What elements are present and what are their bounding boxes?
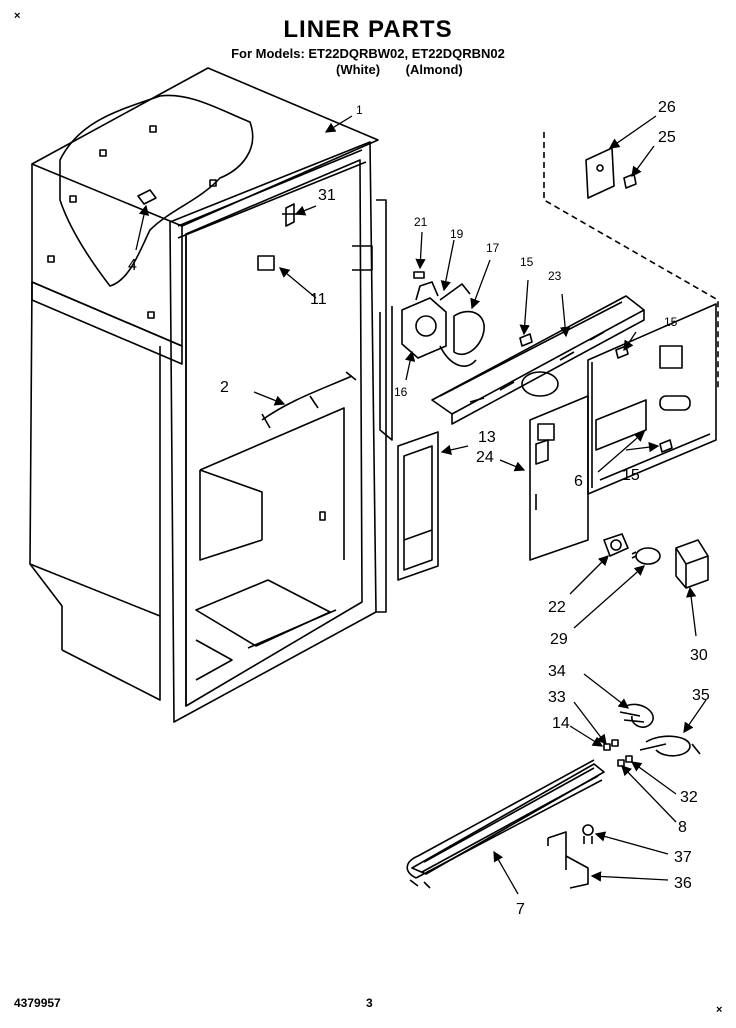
air-duct	[397, 431, 439, 581]
defrost-heater	[406, 759, 605, 889]
cabinet-liner	[29, 67, 393, 723]
screw-37	[582, 824, 594, 844]
panel-24	[529, 395, 589, 561]
page-title: LINER PARTS	[283, 16, 453, 43]
callout-25: 25	[658, 129, 676, 146]
callout-6: 6	[574, 473, 583, 490]
callout-19: 19	[450, 227, 464, 241]
light-shield	[675, 539, 709, 589]
callout-14: 14	[552, 715, 570, 732]
heater-bracket	[547, 831, 589, 889]
callout-29: 29	[550, 631, 568, 648]
callout-13: 13	[478, 429, 496, 446]
callout-7: 7	[516, 901, 525, 918]
callout-32: 32	[680, 789, 698, 806]
fan-motor-assembly	[401, 271, 485, 367]
callout-31: 31	[318, 187, 336, 204]
document-number: 4379957	[14, 996, 61, 1010]
callout-37: 37	[674, 849, 692, 866]
callout-2: 2	[220, 379, 229, 396]
corner-mark-bottom-right: ×	[716, 1004, 723, 1016]
callout-35: 35	[692, 687, 710, 704]
callout-33: 33	[548, 689, 566, 706]
callout-24: 24	[476, 449, 494, 466]
color-white: (White)	[336, 62, 381, 77]
callout-15-a: 15	[520, 255, 534, 269]
color-variants: (White) (Almond)	[336, 62, 485, 77]
rear-panel	[587, 303, 717, 495]
callout-34: 34	[548, 663, 566, 680]
callout-4: 4	[128, 257, 137, 274]
light-bulb	[631, 547, 661, 565]
callout-17: 17	[486, 241, 500, 255]
heater-wire-35	[639, 735, 701, 757]
corner-mark-top-left: ×	[14, 10, 21, 22]
callout-16: 16	[394, 385, 408, 399]
callout-8: 8	[678, 819, 687, 836]
heater-wire-34	[619, 703, 654, 728]
lamp-socket	[603, 533, 629, 557]
callout-36: 36	[674, 875, 692, 892]
callout-30: 30	[690, 647, 708, 664]
callout-15-c: 15	[622, 467, 640, 484]
page-number: 3	[366, 996, 373, 1010]
callout-23: 23	[548, 269, 562, 283]
callout-1: 1	[356, 103, 363, 117]
evaporator-cover	[431, 295, 645, 425]
callout-15-b: 15	[664, 315, 678, 329]
callout-22: 22	[548, 599, 566, 616]
callout-21: 21	[414, 215, 428, 229]
cover-plate	[585, 147, 615, 199]
callout-11: 11	[310, 291, 327, 308]
models-line: For Models: ET22DQRBW02, ET22DQRBN02	[231, 46, 505, 61]
callout-26: 26	[658, 99, 676, 116]
color-almond: (Almond)	[405, 62, 463, 77]
